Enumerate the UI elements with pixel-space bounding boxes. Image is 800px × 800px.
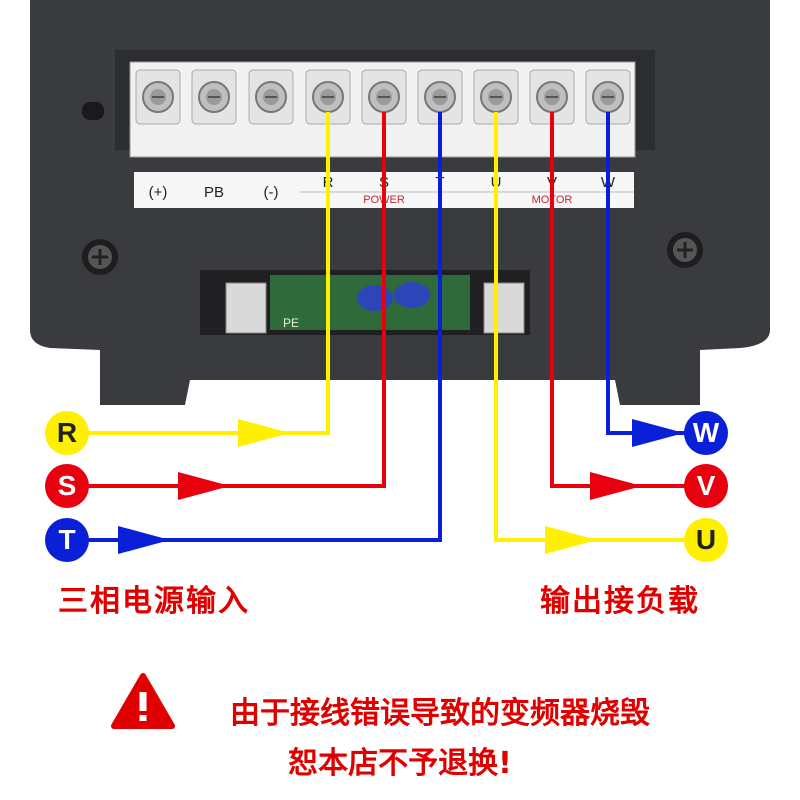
- wire-s: [88, 112, 386, 500]
- capacitor-left: [357, 285, 393, 311]
- arrow-r: [238, 419, 290, 447]
- wire-r: [88, 112, 330, 447]
- pe-terminal-right: [483, 282, 525, 334]
- terminal-screw-7: [529, 69, 575, 125]
- mounting-screw-right: [667, 232, 703, 268]
- wire-v: [550, 112, 690, 500]
- pe-label: PE: [283, 316, 299, 330]
- phase-label-r: R: [45, 411, 89, 455]
- housing-side-slot: [82, 102, 104, 120]
- terminal-screw-1: [191, 69, 237, 125]
- warning-line-2: 恕本店不予退换!: [288, 746, 512, 781]
- phase-label-s: S: [45, 464, 89, 508]
- terminal-label-2: (-): [264, 184, 279, 201]
- arrow-s: [178, 472, 230, 500]
- output-caption: 输出接负载: [540, 584, 700, 619]
- arrow-u: [545, 526, 597, 554]
- phase-label-u: U: [684, 518, 728, 562]
- arrow-v: [590, 472, 642, 500]
- input-caption: 三相电源输入: [58, 584, 250, 619]
- terminal-screw-5: [417, 69, 463, 125]
- phase-label-w: W: [684, 411, 728, 455]
- warning-triangle-icon: [111, 673, 175, 729]
- arrow-t: [118, 526, 170, 554]
- warning-line-1: 由于接线错误导致的变频器烧毁: [230, 696, 650, 731]
- wire-w: [606, 112, 690, 447]
- wire-t: [88, 112, 442, 554]
- wire-u: [494, 112, 690, 554]
- pe-terminal-left: [225, 282, 267, 334]
- terminal-screw-3: [305, 69, 351, 125]
- terminal-screw-0: [135, 69, 181, 125]
- terminal-label-0: (+): [149, 184, 168, 201]
- phase-label-v: V: [684, 464, 728, 508]
- terminal-label-1: PB: [204, 184, 224, 201]
- capacitor-right: [394, 282, 430, 308]
- mounting-screw-left: [82, 239, 118, 275]
- arrow-w: [632, 419, 684, 447]
- wires: [88, 112, 690, 554]
- phase-label-t: T: [45, 518, 89, 562]
- terminal-screw-2: [248, 69, 294, 125]
